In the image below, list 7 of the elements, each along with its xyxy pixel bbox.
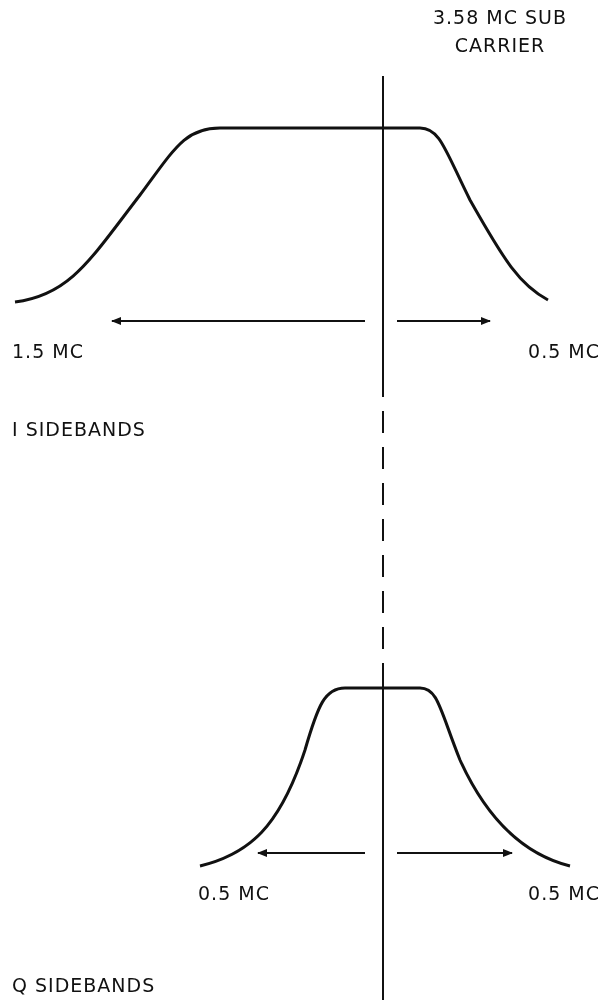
axis-label: 0.5 MC bbox=[198, 881, 271, 906]
axis-label: 0.5 MC bbox=[527, 339, 600, 364]
axis-label: 0.5 MC bbox=[527, 881, 600, 906]
axis-label: 3.58 MC SUB CARRIER bbox=[431, 5, 568, 58]
axis-label: I SIDEBANDS bbox=[12, 417, 147, 442]
axis-label: Q SIDEBANDS bbox=[12, 973, 157, 998]
axis-label: 1.5 MC bbox=[12, 339, 85, 364]
